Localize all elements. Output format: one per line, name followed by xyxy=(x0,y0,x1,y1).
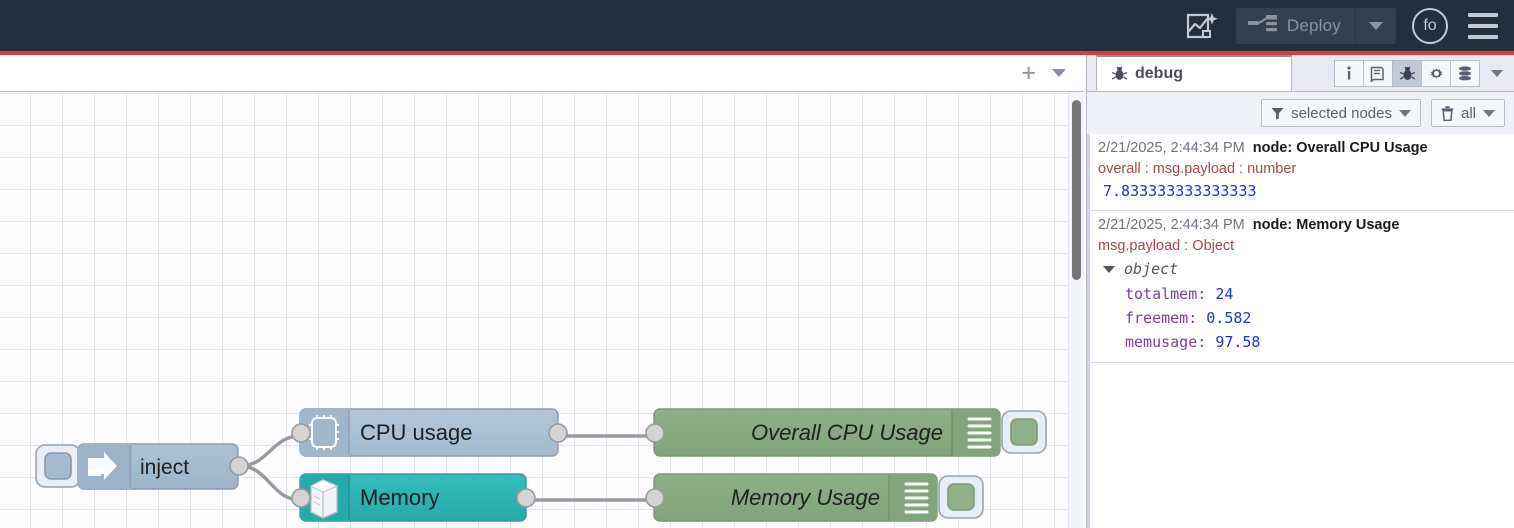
context-data-icon[interactable] xyxy=(1450,60,1480,87)
debug-property-key: freemem xyxy=(1125,308,1189,327)
flow-sparkle-icon[interactable] xyxy=(1180,8,1224,44)
deploy-dropdown-caret[interactable] xyxy=(1356,8,1396,44)
chevron-down-icon xyxy=(1491,70,1503,77)
debug-property-value: 24 xyxy=(1215,284,1234,303)
avatar-label: fo xyxy=(1423,16,1437,34)
workspace: + xyxy=(0,55,1084,528)
port-input-debug-memory[interactable] xyxy=(645,488,665,508)
avatar[interactable]: fo xyxy=(1412,7,1448,44)
node-memory[interactable]: Memory xyxy=(291,473,536,522)
debug-object-toggle[interactable]: object xyxy=(1098,257,1507,281)
burger-line xyxy=(1468,12,1498,17)
chevron-down-icon xyxy=(1398,109,1411,117)
debug-timestamp: 2/21/2025, 2:44:34 PM xyxy=(1098,140,1245,156)
debug-property-key: totalmem xyxy=(1125,284,1198,303)
chevron-down-icon xyxy=(1483,109,1495,117)
debug-property-value: 97.58 xyxy=(1215,333,1261,352)
filter-nodes-button[interactable]: selected nodes xyxy=(1261,99,1421,127)
config-gear-icon[interactable] xyxy=(1421,60,1451,87)
debug-message-list[interactable]: 2/21/2025, 2:44:34 PM node: Overall CPU U… xyxy=(1087,134,1514,528)
node-label-memory: Memory xyxy=(360,485,439,510)
debug-lines-icon xyxy=(967,417,992,449)
burger-line xyxy=(1468,34,1498,39)
sidebar-tool-buttons xyxy=(1334,60,1510,87)
help-book-icon[interactable] xyxy=(1363,60,1393,87)
port-output-inject[interactable] xyxy=(229,456,249,476)
canvas-scrollbar-thumb[interactable] xyxy=(1072,100,1081,280)
node-inject[interactable]: inject xyxy=(35,443,249,490)
node-label-memory-usage: Memory Usage xyxy=(731,485,880,510)
deploy-label: Deploy xyxy=(1286,15,1341,35)
clear-messages-button[interactable]: all xyxy=(1430,99,1505,127)
arrow-right-icon xyxy=(88,452,117,480)
deploy-button[interactable]: Deploy xyxy=(1235,7,1396,44)
debug-topic: msg.payload : Object xyxy=(1098,238,1235,255)
debug-lines-icon xyxy=(904,482,929,514)
debug-message-header: 2/21/2025, 2:44:34 PM node: Overall CPU U… xyxy=(1098,138,1507,159)
sidebar-more-chevron-down-icon[interactable] xyxy=(1484,60,1510,87)
debug-object-property: memusage: 97.58 xyxy=(1098,330,1507,354)
node-debug-overall-cpu-usage[interactable]: Overall CPU Usage xyxy=(645,408,1047,457)
app-header: Deploy fo xyxy=(0,0,1514,51)
canvas-scrollbar[interactable] xyxy=(1068,92,1084,528)
sidebar-tab-row: debug xyxy=(1087,55,1514,92)
debug-source-node: node: Memory Usage xyxy=(1252,217,1400,234)
tab-debug-label: debug xyxy=(1135,64,1183,82)
debug-message-item[interactable]: 2/21/2025, 2:44:34 PM node: Overall CPU U… xyxy=(1090,134,1514,212)
funnel-icon xyxy=(1271,107,1284,120)
hamburger-menu-icon[interactable] xyxy=(1468,12,1498,39)
port-input-debug-cpu[interactable] xyxy=(645,423,665,443)
debug-object-label: object xyxy=(1124,260,1179,279)
debug-value: 7.833333333333333 xyxy=(1103,182,1257,201)
bug-icon xyxy=(1111,65,1128,82)
chevron-down-icon xyxy=(1103,266,1115,274)
port-output-cpu[interactable] xyxy=(548,423,568,443)
node-cpu-usage[interactable]: CPU usage xyxy=(291,408,568,457)
debug-source-node: node: Overall CPU Usage xyxy=(1252,140,1428,156)
chevron-down-icon xyxy=(1369,21,1383,30)
info-icon[interactable] xyxy=(1334,60,1364,87)
deploy-main[interactable]: Deploy xyxy=(1236,7,1356,44)
debug-property-key: memusage xyxy=(1125,333,1198,352)
trash-icon xyxy=(1441,105,1454,121)
debug-message-header: 2/21/2025, 2:44:34 PM node: Memory Usage xyxy=(1098,215,1507,236)
burger-line xyxy=(1468,23,1498,28)
port-output-memory[interactable] xyxy=(516,488,536,508)
debug-timestamp: 2/21/2025, 2:44:34 PM xyxy=(1098,217,1245,234)
notification-bar xyxy=(0,51,1514,55)
server-box-icon xyxy=(309,479,339,519)
node-label-inject: inject xyxy=(140,456,189,479)
port-input-cpu[interactable] xyxy=(291,423,311,443)
node-label-cpu-usage: CPU usage xyxy=(360,420,473,445)
debug-object-property: freemem: 0.582 xyxy=(1098,306,1507,330)
node-label-overall-cpu-usage: Overall CPU Usage xyxy=(751,420,943,445)
filter-nodes-label: selected nodes xyxy=(1291,104,1392,122)
wire-inject-to-memory xyxy=(238,464,302,502)
clear-messages-label: all xyxy=(1460,104,1476,122)
node-debug-memory-usage[interactable]: Memory Usage xyxy=(645,473,984,522)
flow-tab-bar: + xyxy=(0,55,1084,92)
sidebar: debug xyxy=(1086,55,1514,528)
debug-object-property: totalmem: 24 xyxy=(1098,282,1507,306)
add-flow-button[interactable]: + xyxy=(1021,58,1036,87)
debug-bug-icon[interactable] xyxy=(1392,60,1422,87)
debug-topic: overall : msg.payload : number xyxy=(1098,161,1297,178)
tab-debug[interactable]: debug xyxy=(1096,55,1292,91)
debug-property-value: 0.582 xyxy=(1206,308,1252,327)
debug-filter-row: selected nodes all xyxy=(1087,93,1514,133)
flow-canvas[interactable]: inject xyxy=(0,92,1084,528)
chevron-down-icon[interactable] xyxy=(1052,69,1066,77)
wire-inject-to-cpu xyxy=(238,434,302,468)
port-input-memory[interactable] xyxy=(291,488,311,508)
deploy-node-icon xyxy=(1247,14,1278,37)
